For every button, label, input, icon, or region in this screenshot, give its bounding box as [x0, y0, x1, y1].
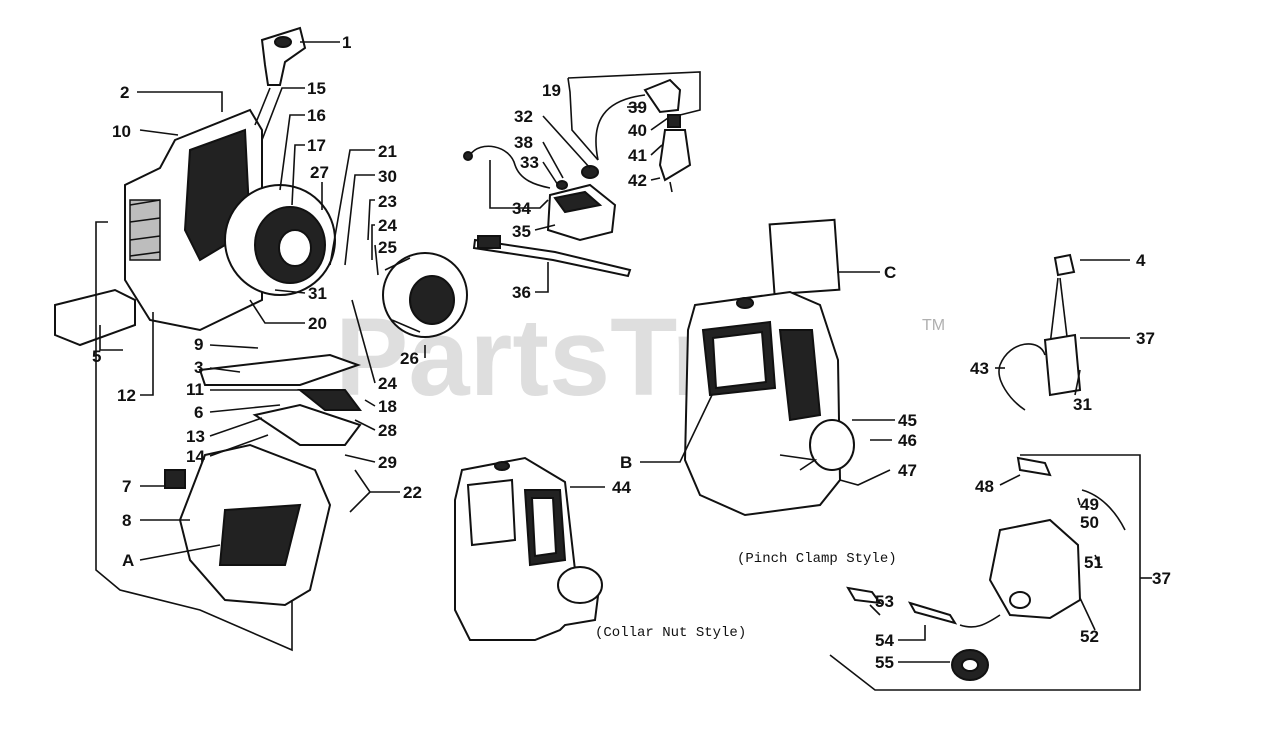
callout-21: 21 [378, 142, 397, 161]
callout-31-primer: 31 [1073, 395, 1092, 414]
air-filter-cover-pinch-clamp [683, 290, 855, 517]
callout-11: 11 [186, 380, 204, 399]
callout-17: 17 [307, 136, 326, 155]
callout-33: 33 [520, 153, 539, 172]
primer-bulb-top [998, 253, 1082, 411]
callout-b: B [620, 453, 632, 472]
spark-plug [658, 114, 692, 193]
note-collar-nut-style: (Collar Nut Style) [595, 625, 746, 641]
callout-54: 54 [875, 631, 894, 650]
callout-35: 35 [512, 222, 531, 241]
note-pinch-clamp-style: (Pinch Clamp Style) [737, 551, 897, 567]
starter-pulley [224, 184, 336, 296]
starter-handle [254, 26, 307, 126]
callout-55: 55 [875, 653, 894, 672]
callout-32: 32 [514, 107, 533, 126]
engine-housing [124, 108, 263, 332]
callout-2: 2 [120, 83, 129, 102]
shroud-plates [198, 353, 362, 446]
callout-36: 36 [512, 283, 531, 302]
callout-49: 49 [1080, 495, 1099, 514]
gas-tank [164, 443, 332, 607]
callout-47: 47 [898, 461, 917, 480]
callout-1: 1 [342, 33, 351, 52]
callout-24-top: 24 [378, 216, 397, 235]
callout-12: 12 [117, 386, 136, 405]
callout-23: 23 [378, 192, 397, 211]
callout-37-bottom: 37 [1152, 569, 1171, 588]
callout-25: 25 [378, 238, 397, 257]
callout-13: 13 [186, 427, 205, 446]
callout-50: 50 [1080, 513, 1099, 532]
callout-43: 43 [970, 359, 989, 378]
callout-38: 38 [514, 133, 533, 152]
callout-42: 42 [628, 171, 647, 190]
callout-a: A [122, 551, 134, 570]
callout-27: 27 [310, 163, 329, 182]
spark-plug-boot [595, 78, 682, 161]
callout-28: 28 [378, 421, 397, 440]
ignition-wire [463, 145, 551, 189]
callout-26: 26 [400, 349, 419, 368]
callout-51: 51 [1084, 553, 1103, 572]
callout-48: 48 [975, 477, 994, 496]
callout-c: C [884, 263, 896, 282]
callout-8: 8 [122, 511, 131, 530]
callout-41: 41 [628, 146, 647, 165]
callout-44: 44 [612, 478, 631, 497]
callout-53: 53 [875, 592, 894, 611]
callout-29: 29 [378, 453, 397, 472]
callout-40: 40 [628, 121, 647, 140]
callout-labels: 1 2 10 15 16 17 27 21 30 23 24 25 31 20 … [92, 33, 1171, 672]
throttle-rod [472, 235, 632, 278]
callout-46: 46 [898, 431, 917, 450]
callout-14: 14 [186, 447, 205, 466]
callout-37-top: 37 [1136, 329, 1155, 348]
callout-45: 45 [898, 411, 917, 430]
ignition-module [546, 165, 617, 242]
callout-24-bottom: 24 [378, 374, 397, 393]
callout-5: 5 [92, 347, 101, 366]
watermark-trademark: TM [922, 317, 945, 334]
flywheel [382, 252, 468, 338]
callout-10: 10 [112, 122, 131, 141]
callout-22: 22 [403, 483, 422, 502]
carburetor-body [988, 456, 1126, 620]
callout-7: 7 [122, 477, 131, 496]
decal-c [768, 218, 841, 296]
muffler-block [54, 288, 136, 347]
callout-30: 30 [378, 167, 397, 186]
air-filter-cover-collar-nut [454, 456, 603, 641]
callout-3: 3 [194, 358, 203, 377]
callout-52: 52 [1080, 627, 1099, 646]
callout-4: 4 [1136, 251, 1146, 270]
callout-6: 6 [194, 403, 203, 422]
callout-19: 19 [542, 81, 561, 100]
callout-15: 15 [307, 79, 326, 98]
callout-16: 16 [307, 106, 326, 125]
callout-31-engine: 31 [308, 284, 327, 303]
callout-20: 20 [308, 314, 327, 333]
callout-9: 9 [194, 335, 203, 354]
callout-18: 18 [378, 397, 397, 416]
callout-34: 34 [512, 199, 531, 218]
fuel-fittings [846, 586, 1001, 681]
callout-39: 39 [628, 98, 647, 117]
